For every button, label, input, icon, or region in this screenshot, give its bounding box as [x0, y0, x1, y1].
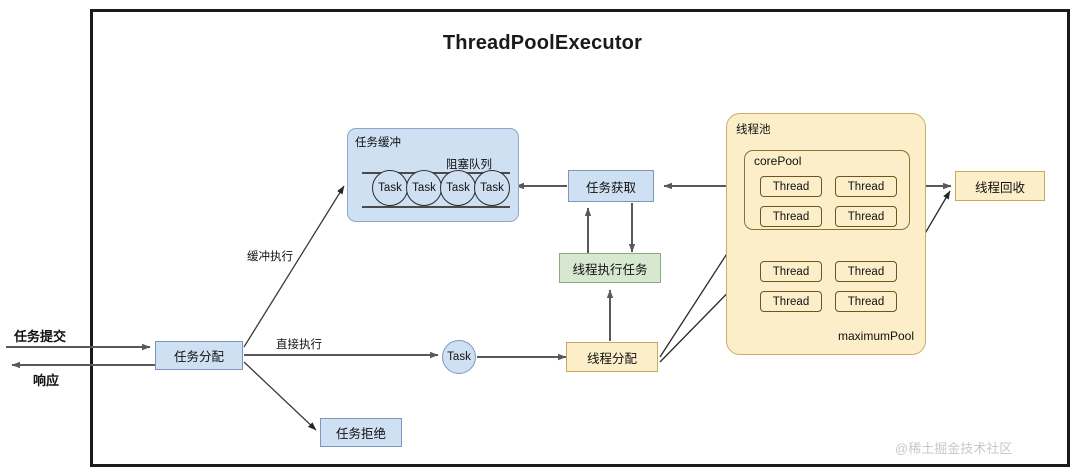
- blocking-queue-label: 阻塞队列: [446, 159, 492, 171]
- task-submit-label: 任务提交: [14, 329, 67, 344]
- thread-pool-label: 线程池: [736, 124, 771, 136]
- queue-rail-bottom: [362, 206, 510, 208]
- queue-rail-top: [362, 172, 510, 174]
- edge-label-buffer-execute: 缓冲执行: [247, 251, 293, 263]
- node-task-reject-label: 任务拒绝: [335, 427, 386, 441]
- queue-task-item[interactable]: Task: [372, 170, 408, 206]
- node-thread-recycle-label: 线程回收: [974, 180, 1025, 195]
- queue-task-item[interactable]: Task: [440, 170, 476, 206]
- core-pool-label: corePool: [754, 154, 802, 168]
- node-thread-allocate[interactable]: 线程分配: [566, 342, 658, 372]
- node-thread-execute-label: 线程执行任务: [572, 262, 648, 277]
- core-pool-thread[interactable]: Thread: [835, 206, 897, 227]
- maximum-pool-thread[interactable]: Thread: [760, 261, 822, 282]
- response-label: 响应: [33, 373, 60, 388]
- maximum-pool-thread[interactable]: Thread: [760, 291, 822, 312]
- task-buffer-label: 任务缓冲: [355, 137, 401, 149]
- node-task-fetch[interactable]: 任务获取: [568, 170, 654, 202]
- node-task-dispatch-label: 任务分配: [173, 350, 224, 364]
- maximum-pool-label: maximumPool: [838, 329, 915, 343]
- node-task-fetch-label: 任务获取: [585, 180, 636, 195]
- watermark: @稀土掘金技术社区: [895, 441, 1013, 456]
- node-thread-recycle[interactable]: 线程回收: [955, 171, 1045, 201]
- node-thread-execute[interactable]: 线程执行任务: [559, 253, 661, 283]
- node-thread-allocate-label: 线程分配: [586, 351, 637, 366]
- node-task-single-label: Task: [447, 351, 471, 363]
- node-task-single[interactable]: Task: [442, 340, 476, 374]
- queue-task-item[interactable]: Task: [406, 170, 442, 206]
- edge-label-direct-execute: 直接执行: [276, 339, 322, 351]
- page-title: ThreadPoolExecutor: [442, 32, 643, 54]
- core-pool-thread[interactable]: Thread: [760, 206, 822, 227]
- maximum-pool-thread[interactable]: Thread: [835, 261, 897, 282]
- queue-task-item[interactable]: Task: [474, 170, 510, 206]
- maximum-pool-thread[interactable]: Thread: [835, 291, 897, 312]
- diagram-outer-frame: [90, 9, 1070, 467]
- core-pool-thread[interactable]: Thread: [760, 176, 822, 197]
- core-pool-thread[interactable]: Thread: [835, 176, 897, 197]
- node-task-dispatch[interactable]: 任务分配: [155, 341, 243, 370]
- node-task-reject[interactable]: 任务拒绝: [320, 418, 402, 447]
